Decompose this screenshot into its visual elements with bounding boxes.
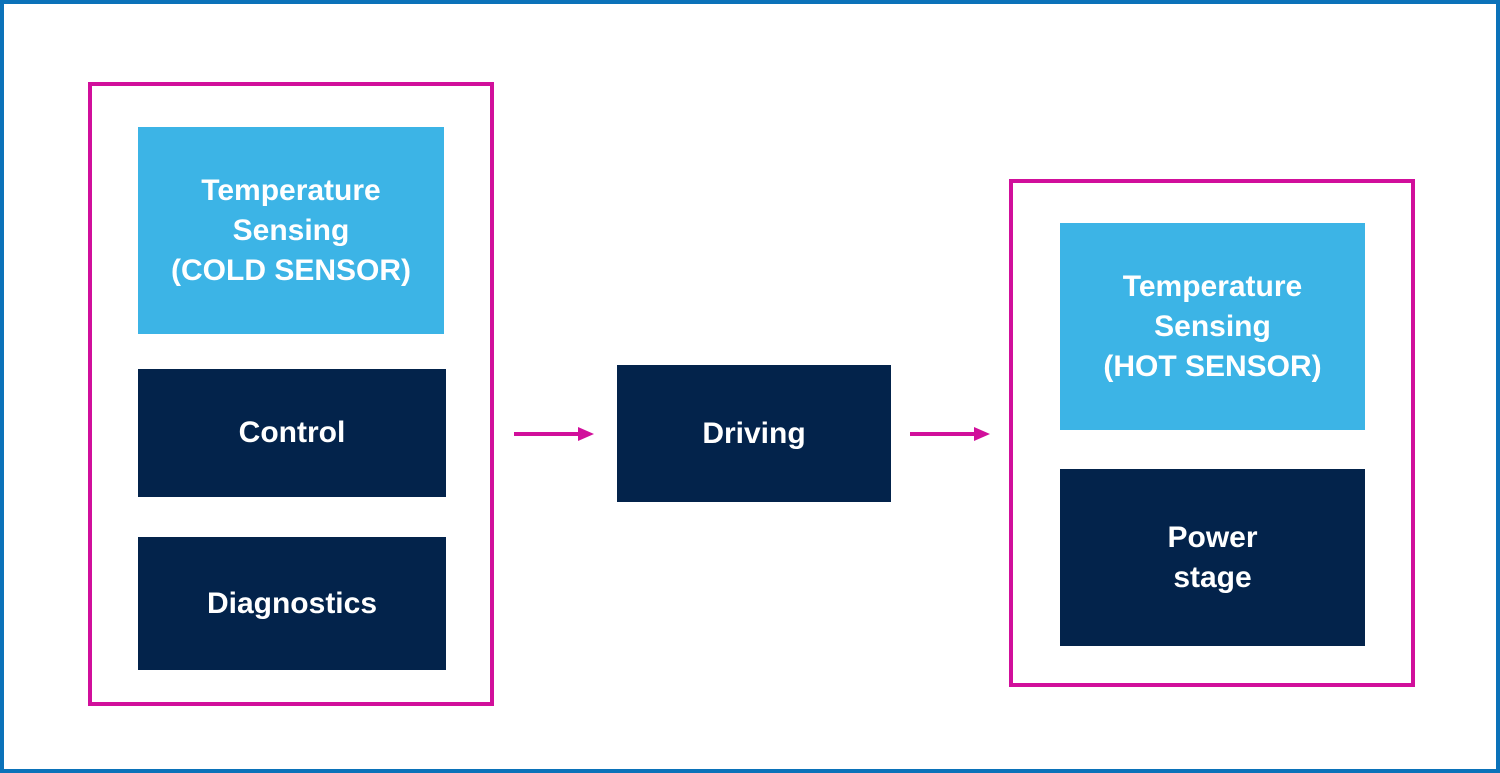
cold-temperature-sensing-block: Temperature Sensing (COLD SENSOR) — [138, 127, 444, 334]
diagnostics-block: Diagnostics — [138, 537, 446, 670]
control-block: Control — [138, 369, 446, 497]
hot-temperature-sensing-block: Temperature Sensing (HOT SENSOR) — [1060, 223, 1365, 430]
arrow-right-icon — [514, 427, 594, 441]
driving-block: Driving — [617, 365, 891, 502]
arrow-right-icon — [910, 427, 990, 441]
power-stage-block: Power stage — [1060, 469, 1365, 646]
